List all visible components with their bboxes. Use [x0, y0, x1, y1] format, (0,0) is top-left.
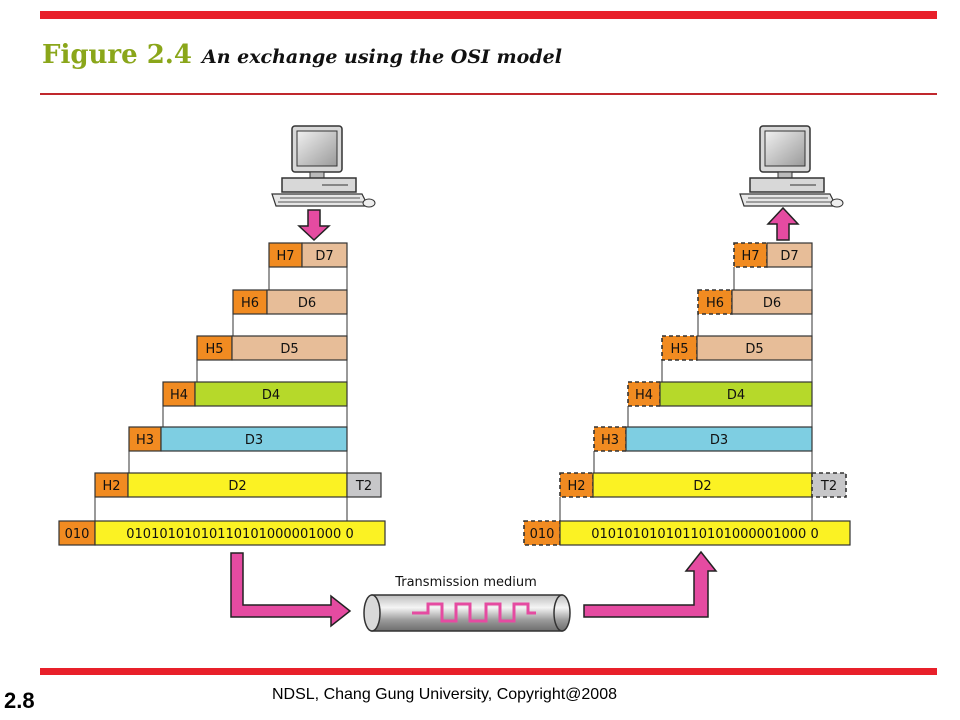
- physical-bits-box: [559, 520, 851, 546]
- data-d7-box: [766, 242, 813, 268]
- data-d2-label: D2: [693, 479, 711, 494]
- trailer-t2-box: [811, 472, 847, 498]
- data-d7-box: [301, 242, 348, 268]
- slide-number: 2.8: [4, 688, 35, 713]
- physical-prefix-label: 010: [65, 527, 90, 542]
- elbow-arrow-up-icon: [583, 550, 718, 618]
- footer-text: NDSL, Chang Gung University, Copyright@2…: [272, 686, 617, 703]
- signal-wave: [412, 602, 536, 623]
- header-h2-box: [559, 472, 594, 498]
- flow-arrows: [230, 206, 800, 628]
- trailer-t2-label: T2: [820, 479, 837, 494]
- data-d6-label: D6: [763, 296, 781, 311]
- down-arrow-icon: [297, 209, 331, 242]
- physical-bits-label: 01010101010110101000001000 0: [126, 527, 353, 542]
- trailer-t2-label: T2: [355, 479, 372, 494]
- header-h7-label: H7: [741, 249, 759, 264]
- data-d3-box: [160, 426, 348, 452]
- medium-label: Transmission medium: [394, 575, 537, 590]
- header-h6-box: [697, 289, 733, 315]
- data-d3-label: D3: [245, 433, 263, 448]
- header-h7-label: H7: [276, 249, 294, 264]
- header-h5-label: H5: [205, 342, 223, 357]
- data-d4-box: [194, 381, 348, 407]
- elbow-arrow-right-icon: [230, 552, 352, 628]
- header-h4-label: H4: [635, 388, 653, 403]
- header-h3-label: H3: [601, 433, 619, 448]
- slide-title: Figure 2.4 An exchange using the OSI mode…: [42, 40, 562, 70]
- header-h4-box: [162, 381, 196, 407]
- header-h5-box: [661, 335, 698, 361]
- receiver-computer-icon: [739, 125, 844, 208]
- physical-bits-label: 01010101010110101000001000 0: [591, 527, 818, 542]
- data-d2-label: D2: [228, 479, 246, 494]
- title-underline: [40, 93, 937, 95]
- header-h2-label: H2: [567, 479, 585, 494]
- data-d6-box: [731, 289, 813, 315]
- physical-prefix-label: 010: [530, 527, 555, 542]
- physical-bits-box: [94, 520, 386, 546]
- header-h6-label: H6: [241, 296, 259, 311]
- data-d5-box: [231, 335, 348, 361]
- data-d5-label: D5: [280, 342, 298, 357]
- data-d3-box: [625, 426, 813, 452]
- header-h2-box: [94, 472, 129, 498]
- top-rule: [40, 11, 937, 19]
- data-d6-label: D6: [298, 296, 316, 311]
- data-d2-box: [592, 472, 813, 498]
- bottom-rule: [40, 668, 937, 675]
- data-d5-box: [696, 335, 813, 361]
- data-d3-label: D3: [710, 433, 728, 448]
- transmission-medium: Transmission medium: [363, 575, 571, 632]
- physical-prefix-box: [523, 520, 561, 546]
- data-d6-box: [266, 289, 348, 315]
- header-h7-box: [268, 242, 303, 268]
- data-d4-box: [659, 381, 813, 407]
- up-arrow-icon: [766, 206, 800, 241]
- header-h3-label: H3: [136, 433, 154, 448]
- header-h6-label: H6: [706, 296, 724, 311]
- header-h5-label: H5: [670, 342, 688, 357]
- sender-computer-icon: [271, 125, 376, 208]
- physical-prefix-box: [58, 520, 96, 546]
- header-h6-box: [232, 289, 268, 315]
- header-h3-box: [128, 426, 162, 452]
- data-d4-label: D4: [262, 388, 280, 403]
- data-d2-box: [127, 472, 348, 498]
- figure-caption: An exchange using the OSI model: [201, 46, 562, 68]
- data-d4-label: D4: [727, 388, 745, 403]
- data-d7-label: D7: [315, 249, 333, 264]
- header-h5-box: [196, 335, 233, 361]
- data-d7-label: D7: [780, 249, 798, 264]
- data-d5-label: D5: [745, 342, 763, 357]
- header-h2-label: H2: [102, 479, 120, 494]
- figure-label: Figure 2.4: [42, 40, 192, 70]
- header-h4-label: H4: [170, 388, 188, 403]
- trailer-t2-box: [346, 472, 382, 498]
- header-h7-box: [733, 242, 768, 268]
